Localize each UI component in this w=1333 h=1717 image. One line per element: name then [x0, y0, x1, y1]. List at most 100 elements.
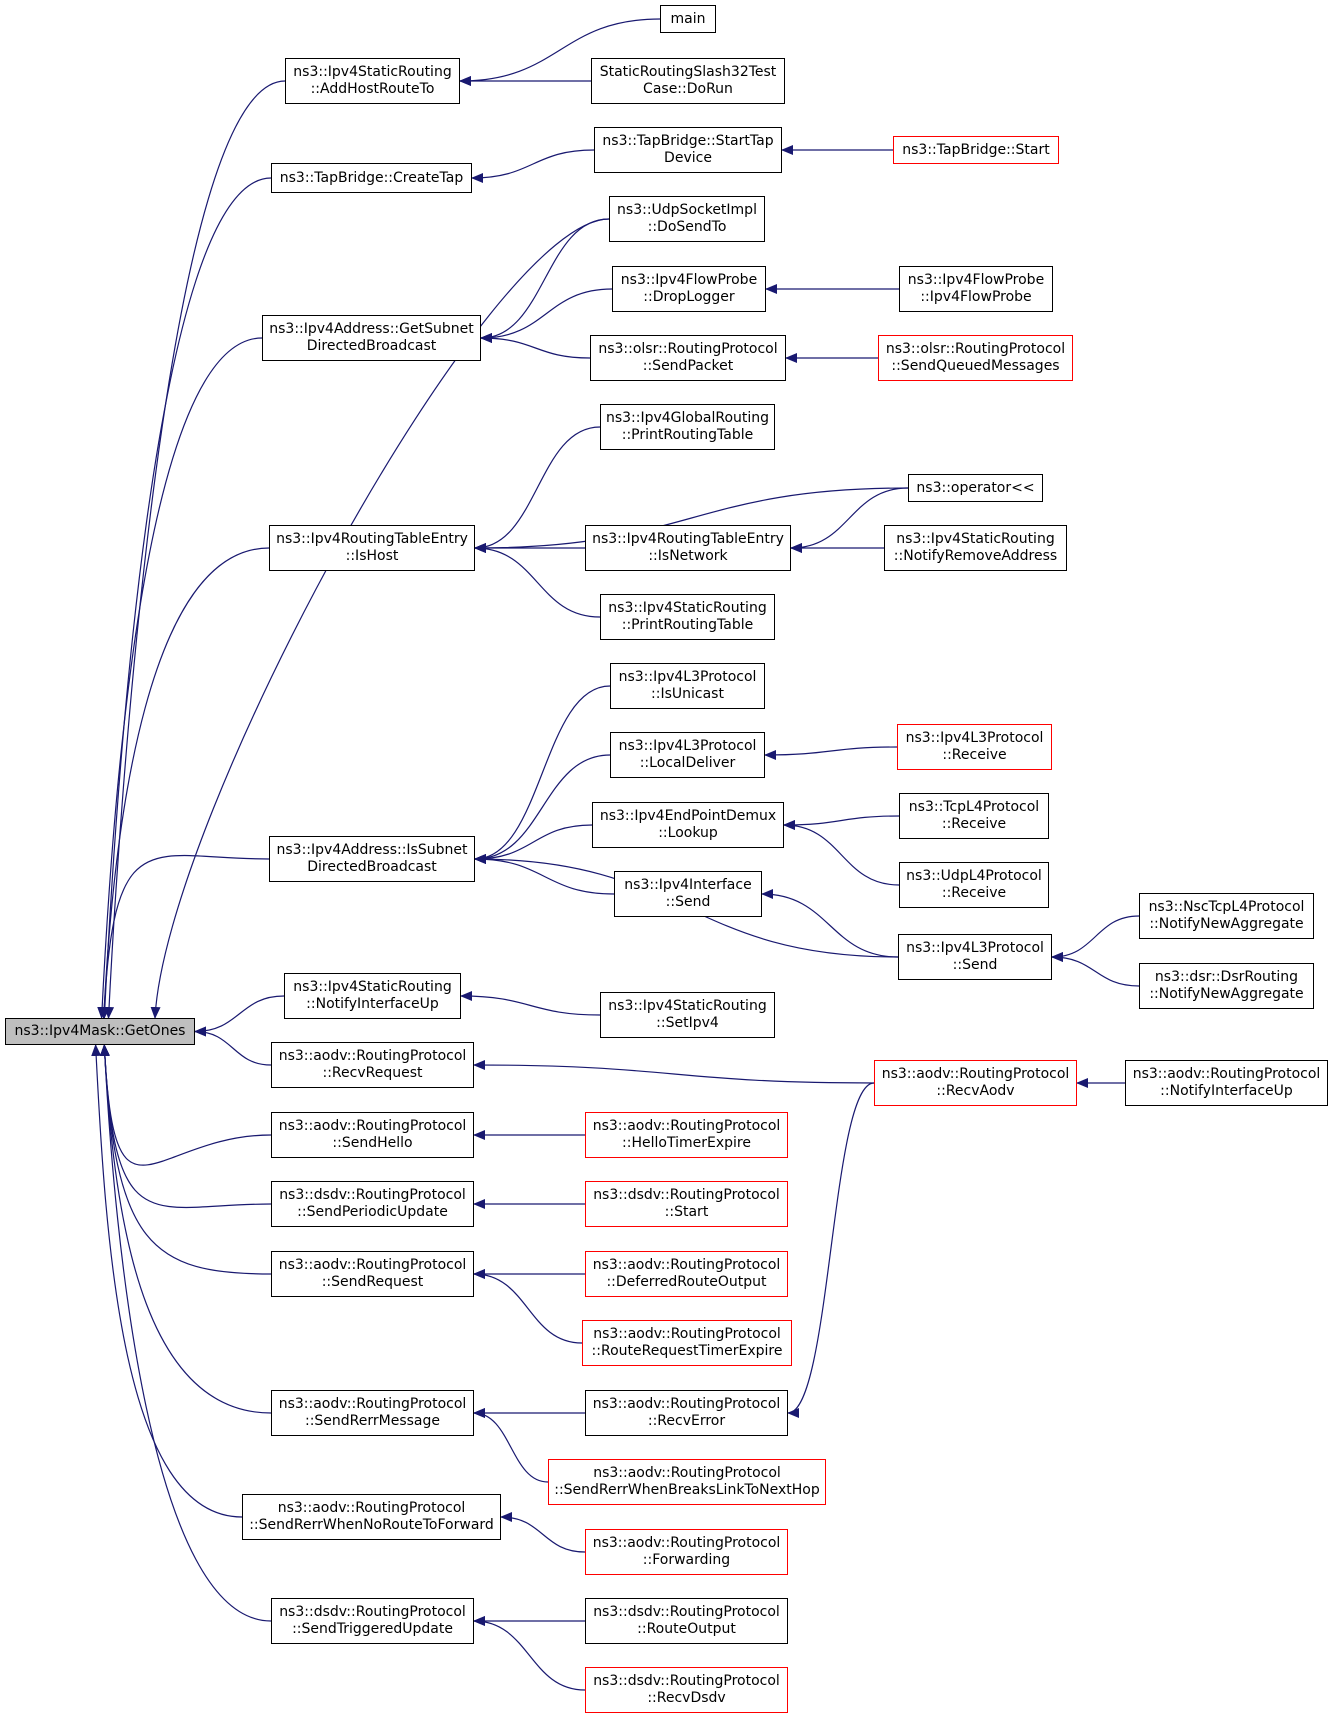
node-label-line: ns3::Ipv4FlowProbe [907, 272, 1045, 288]
node-aodv-deferred[interactable]: ns3::aodv::RoutingProtocol::DeferredRout… [585, 1251, 788, 1297]
node-tap-start[interactable]: ns3::TapBridge::Start [893, 136, 1059, 164]
node-operator-shl[interactable]: ns3::operator<< [908, 474, 1043, 502]
edge-local-deliver-to-is-subnet-db [474, 754, 611, 864]
node-label-line: StaticRoutingSlash32Test [599, 64, 777, 80]
edge-aodv-rreq-timer-to-aodv-send-request [473, 1269, 583, 1344]
node-static-print-rt[interactable]: ns3::Ipv4StaticRouting::PrintRoutingTabl… [600, 594, 775, 640]
node-static-notify-if-up[interactable]: ns3::Ipv4StaticRouting::NotifyInterfaceU… [284, 973, 461, 1019]
node-aodv-hello-timer[interactable]: ns3::aodv::RoutingProtocol::HelloTimerEx… [585, 1112, 788, 1158]
node-label-line: ns3::aodv::RoutingProtocol [592, 1257, 781, 1273]
node-main[interactable]: main [660, 5, 716, 33]
node-udp-receive[interactable]: ns3::UdpL4Protocol::Receive [899, 862, 1049, 908]
edge-is-subnet-db-to-root [99, 854, 270, 1019]
node-aodv-rreq-timer[interactable]: ns3::aodv::RoutingProtocol::RouteRequest… [582, 1320, 792, 1366]
node-label-line: ns3::dsdv::RoutingProtocol [279, 1604, 466, 1620]
node-label-line: ::HelloTimerExpire [622, 1135, 751, 1151]
node-create-tap[interactable]: ns3::TapBridge::CreateTap [271, 163, 472, 193]
edge-dsdv-send-periodic-to-root [99, 1044, 272, 1209]
root-node: ns3::Ipv4Mask::GetOnes [5, 1018, 195, 1045]
node-aodv-send-hello[interactable]: ns3::aodv::RoutingProtocol::SendHello [271, 1112, 474, 1158]
edge-aodv-forwarding-to-aodv-rerr-no-route [500, 1512, 586, 1553]
node-nsc-notify[interactable]: ns3::NscTcpL4Protocol::NotifyNewAggregat… [1139, 893, 1314, 939]
node-label-line: ::AddHostRouteTo [310, 81, 435, 97]
node-label-line: ::PrintRoutingTable [621, 427, 754, 443]
node-aodv-rerr-no-route[interactable]: ns3::aodv::RoutingProtocol::SendRerrWhen… [242, 1494, 501, 1540]
edge-is-unicast-to-is-subnet-db [474, 685, 611, 864]
node-iface-send[interactable]: ns3::Ipv4Interface::Send [614, 871, 762, 917]
node-label-line: ns3::dsdv::RoutingProtocol [279, 1187, 466, 1203]
node-label-line: ns3::Ipv4StaticRouting [608, 998, 767, 1014]
node-aodv-send-request[interactable]: ns3::aodv::RoutingProtocol::SendRequest [271, 1251, 474, 1297]
node-aodv-recv-aodv[interactable]: ns3::aodv::RoutingProtocol::RecvAodv [874, 1060, 1077, 1106]
node-olsr-send-queued[interactable]: ns3::olsr::RoutingProtocol::SendQueuedMe… [878, 335, 1073, 381]
node-dsr-notify[interactable]: ns3::dsr::DsrRouting::NotifyNewAggregate [1139, 963, 1314, 1009]
node-notify-remove-addr[interactable]: ns3::Ipv4StaticRouting::NotifyRemoveAddr… [884, 525, 1067, 571]
edge-tcp-receive-to-epdlookup [783, 815, 900, 830]
node-is-host[interactable]: ns3::Ipv4RoutingTableEntry::IsHost [269, 525, 475, 571]
edge-main-to-add-host-route-to [459, 18, 661, 86]
node-label-line: ns3::aodv::RoutingProtocol [278, 1118, 467, 1134]
node-dsdv-route-output[interactable]: ns3::dsdv::RoutingProtocol::RouteOutput [585, 1598, 788, 1644]
node-l3-send[interactable]: ns3::Ipv4L3Protocol::Send [898, 934, 1052, 980]
node-label-line: ::Receive [941, 816, 1007, 832]
node-global-print-rt[interactable]: ns3::Ipv4GlobalRouting::PrintRoutingTabl… [600, 404, 775, 450]
node-aodv-forwarding[interactable]: ns3::aodv::RoutingProtocol::Forwarding [585, 1529, 788, 1575]
node-static-set-ipv4[interactable]: ns3::Ipv4StaticRouting::SetIpv4 [600, 992, 775, 1038]
edge-olsr-send-packet-to-get-subnet-db [480, 333, 591, 359]
node-label-line: Device [664, 150, 712, 166]
node-label-line: ::Send [665, 894, 711, 910]
node-aodv-send-rerr-msg[interactable]: ns3::aodv::RoutingProtocol::SendRerrMess… [271, 1390, 474, 1436]
edge-aodv-send-rerr-msg-to-root [99, 1044, 272, 1414]
edge-operator-shl-to-is-host [474, 487, 909, 553]
node-label-line: ::Send [952, 957, 998, 973]
node-udp-do-send-to[interactable]: ns3::UdpSocketImpl::DoSendTo [609, 196, 765, 242]
edge-create-tap-to-root [99, 177, 272, 1019]
node-label-line: ns3::dsdv::RoutingProtocol [593, 1187, 780, 1203]
node-epdlookup[interactable]: ns3::Ipv4EndPointDemux::Lookup [592, 802, 784, 848]
node-label-line: ns3::Ipv4Interface [624, 877, 752, 893]
edge-dsdv-send-triggered-to-root [99, 1044, 272, 1622]
node-label-line: ns3::dsdv::RoutingProtocol [593, 1604, 780, 1620]
node-label-line: ns3::NscTcpL4Protocol [1148, 899, 1305, 915]
node-dsdv-send-periodic[interactable]: ns3::dsdv::RoutingProtocol::SendPeriodic… [271, 1181, 474, 1227]
edge-udp-do-send-to-to-get-subnet-db [480, 218, 610, 343]
node-drop-logger[interactable]: ns3::Ipv4FlowProbe::DropLogger [612, 266, 766, 312]
edge-drop-logger-to-get-subnet-db [480, 288, 613, 343]
edge-aodv-send-request-to-root [99, 1044, 272, 1275]
node-add-host-route-to[interactable]: ns3::Ipv4StaticRouting::AddHostRouteTo [285, 58, 460, 104]
node-label-line: ::SendHello [332, 1135, 413, 1151]
node-tcp-receive[interactable]: ns3::TcpL4Protocol::Receive [899, 793, 1049, 839]
node-l3-receive[interactable]: ns3::Ipv4L3Protocol::Receive [897, 724, 1052, 770]
node-dsdv-recv-dsdv[interactable]: ns3::dsdv::RoutingProtocol::RecvDsdv [585, 1667, 788, 1713]
node-label-line: Case::DoRun [643, 81, 733, 97]
node-dsdv-send-triggered[interactable]: ns3::dsdv::RoutingProtocol::SendTriggere… [271, 1598, 474, 1644]
node-label-line: ::RecvError [647, 1413, 726, 1429]
edge-aodv-send-hello-to-root [99, 1044, 272, 1166]
node-label-line: ns3::aodv::RoutingProtocol [593, 1326, 781, 1342]
node-aodv-recv-request[interactable]: ns3::aodv::RoutingProtocol::RecvRequest [271, 1042, 474, 1088]
node-label-line: ns3::Ipv4StaticRouting [896, 531, 1055, 547]
node-label-line: DirectedBroadcast [306, 338, 437, 354]
node-label-line: ::DeferredRouteOutput [606, 1274, 767, 1290]
node-is-unicast[interactable]: ns3::Ipv4L3Protocol::IsUnicast [610, 663, 765, 709]
edge-udp-receive-to-epdlookup [783, 820, 900, 886]
node-local-deliver[interactable]: ns3::Ipv4L3Protocol::LocalDeliver [610, 732, 765, 778]
node-label-line: ns3::Ipv4L3Protocol [905, 730, 1044, 746]
node-is-network[interactable]: ns3::Ipv4RoutingTableEntry::IsNetwork [585, 525, 791, 571]
node-aodv-notify-if-up[interactable]: ns3::aodv::RoutingProtocol::NotifyInterf… [1125, 1060, 1328, 1106]
node-label-line: ::RecvDsdv [647, 1690, 726, 1706]
edge-epdlookup-to-is-subnet-db [474, 824, 593, 864]
node-flow-probe-ctor[interactable]: ns3::Ipv4FlowProbe::Ipv4FlowProbe [899, 266, 1053, 312]
node-dsdv-start[interactable]: ns3::dsdv::RoutingProtocol::Start [585, 1181, 788, 1227]
node-label-line: ::IsHost [345, 548, 399, 564]
node-aodv-rerr-breaks[interactable]: ns3::aodv::RoutingProtocol::SendRerrWhen… [548, 1459, 826, 1505]
node-olsr-send-packet[interactable]: ns3::olsr::RoutingProtocol::SendPacket [590, 335, 786, 381]
edge-add-host-route-to-to-root [104, 80, 286, 1019]
node-label-line: DirectedBroadcast [307, 859, 437, 875]
node-aodv-recv-error[interactable]: ns3::aodv::RoutingProtocol::RecvError [585, 1390, 788, 1436]
